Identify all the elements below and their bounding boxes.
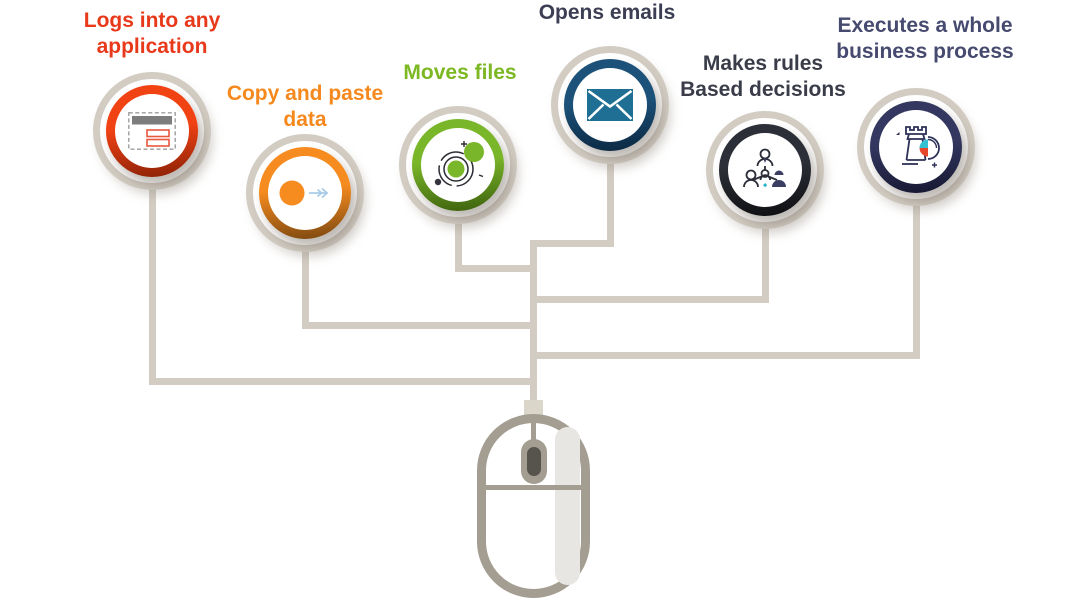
connector-line-copy-vertical — [302, 248, 309, 329]
connector-trunk-line — [530, 240, 537, 412]
connector-line-process-horizontal — [530, 352, 920, 359]
connector-line-emails-horizontal — [530, 240, 614, 247]
label-makes-rules-based-decisions: Makes rules Based decisions — [680, 52, 846, 101]
orbit-icon — [434, 141, 484, 187]
circle-face-process — [879, 110, 953, 184]
connector-line-rules-horizontal — [530, 296, 769, 303]
circle-face-logs — [115, 94, 189, 168]
connector-line-logs-vertical — [149, 186, 156, 385]
circle-makes-rules-based-decisions — [719, 124, 811, 216]
rook-pie-icon — [896, 126, 940, 168]
circle-face-copy — [268, 156, 342, 230]
org-chart-icon — [743, 148, 786, 188]
circle-face-emails — [573, 68, 647, 142]
outer-ring-moves — [399, 106, 517, 224]
label-opens-emails: Opens emails — [538, 1, 676, 24]
dot-arrow-icon — [279, 180, 329, 206]
mouse-wheel-stem — [531, 414, 536, 450]
computer-mouse — [477, 414, 590, 598]
outer-ring-emails — [551, 46, 669, 164]
connector-line-emails-vertical — [607, 160, 614, 247]
mouse-body-highlight — [555, 427, 580, 585]
circle-opens-emails — [564, 59, 656, 151]
label-logs-into-any-application: Logs into any application — [83, 9, 221, 58]
outer-ring-process — [857, 88, 975, 206]
mouse-button-separator — [486, 485, 581, 490]
circle-moves-files — [412, 119, 504, 211]
circle-copy-and-paste-data — [259, 147, 351, 239]
outer-ring-logs — [93, 72, 211, 190]
connector-line-process-vertical — [913, 202, 920, 359]
outer-ring-rules — [706, 111, 824, 229]
circle-executes-business-process — [870, 101, 962, 193]
connector-line-moves-horizontal — [455, 265, 537, 272]
label-executes-whole-business-process: Executes a whole business process — [836, 14, 1014, 63]
label-moves-files: Moves files — [403, 61, 517, 84]
connector-line-rules-vertical — [762, 225, 769, 303]
circle-face-rules — [728, 133, 802, 207]
circle-face-moves — [421, 128, 495, 202]
circle-logs-into-any-application — [106, 85, 198, 177]
label-copy-and-paste-data: Copy and paste data — [226, 82, 384, 131]
mouse-cable-connector — [524, 400, 543, 416]
connector-line-copy-horizontal — [302, 322, 537, 329]
scroll-wheel-core — [527, 447, 541, 476]
window-form-icon — [128, 112, 176, 150]
envelope-icon — [587, 89, 633, 121]
connector-line-moves-vertical — [455, 220, 462, 272]
outer-ring-copy — [246, 134, 364, 252]
connector-line-logs-horizontal — [149, 378, 537, 385]
scroll-wheel — [521, 439, 547, 484]
